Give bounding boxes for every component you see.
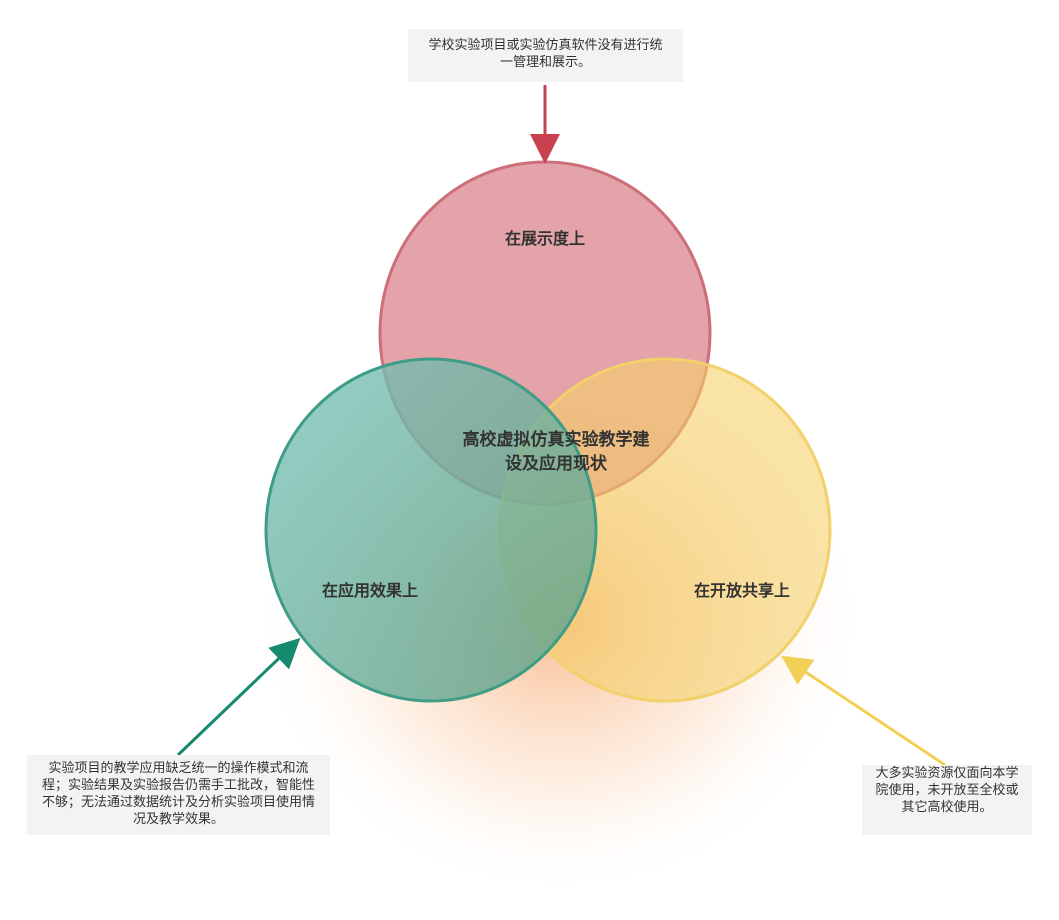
- note-left: 实验项目的教学应用缺乏统一的操作模式和流程；实验结果及实验报告仍需手工批改，智能…: [27, 755, 330, 835]
- diagram-title: 高校虚拟仿真实验教学建设及应用现状: [462, 430, 650, 474]
- arrow-right: [781, 655, 946, 767]
- arrow-left: [176, 637, 301, 757]
- note-top: 学校实验项目或实验仿真软件没有进行统一管理和展示。: [408, 29, 683, 82]
- note-right: 大多实验资源仅面向本学院使用，未开放至全校或其它高校使用。: [862, 765, 1032, 835]
- circle-sharing-label: 在开放共享上: [693, 581, 790, 600]
- circle-display-label: 在展示度上: [504, 229, 585, 248]
- circle-effect: [264, 357, 598, 703]
- circle-effect-label: 在应用效果上: [321, 581, 418, 600]
